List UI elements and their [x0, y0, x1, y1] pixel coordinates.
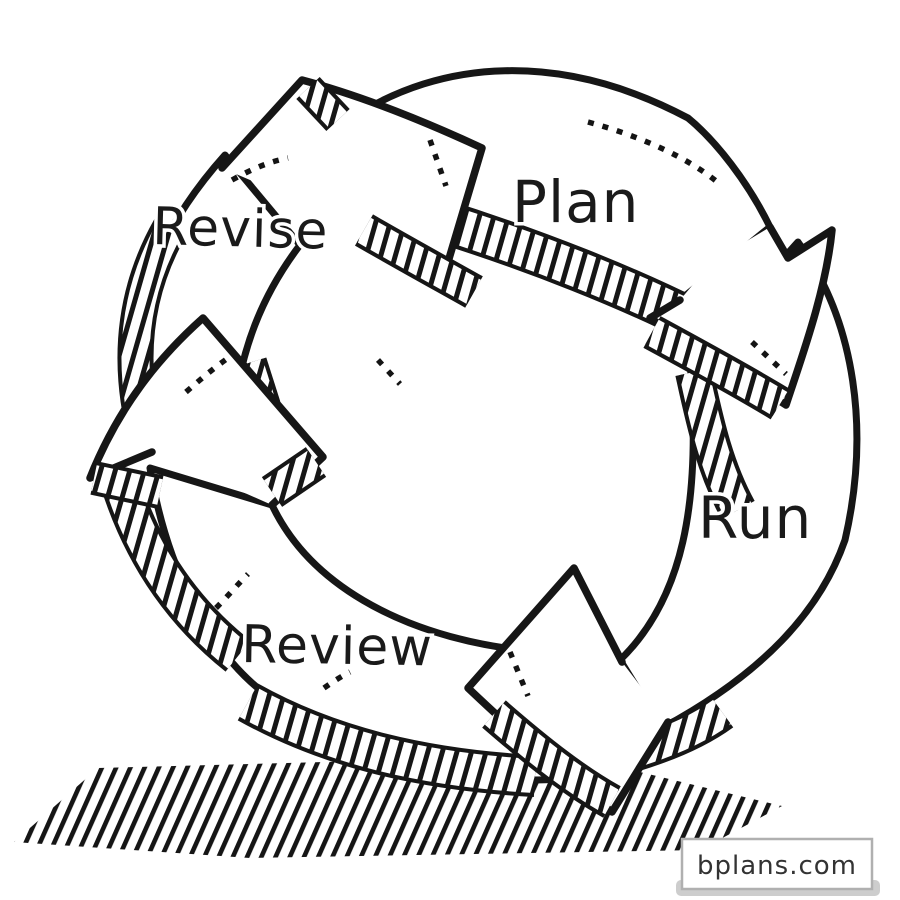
- arrowhead-plan: [646, 223, 836, 409]
- sketch-accent-marks: [184, 119, 788, 698]
- watermark-badge: bplans.com: [676, 837, 880, 896]
- label-run: Run: [698, 484, 812, 552]
- arrowhead-review: [86, 314, 327, 509]
- label-plan: Plan: [512, 168, 639, 236]
- label-review: Review: [241, 615, 434, 678]
- label-revise: Revise: [152, 197, 330, 262]
- arrowhead-hatch-shading: [90, 77, 790, 818]
- watermark-box: [680, 837, 874, 891]
- watermark-text: bplans.com: [697, 851, 857, 881]
